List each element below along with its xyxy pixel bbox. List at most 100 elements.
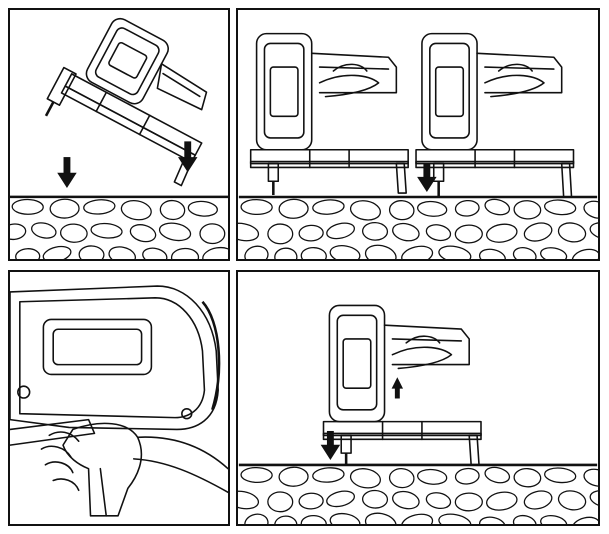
cobblestone: [158, 222, 192, 242]
cobblestone: [15, 248, 41, 259]
cobblestone: [329, 512, 361, 524]
cobblestone: [361, 489, 389, 509]
cobblestone: [349, 200, 382, 221]
cobblestone: [571, 516, 598, 524]
cobblestone: [78, 245, 105, 259]
cobblestone: [540, 247, 568, 259]
cobblestone: [326, 222, 356, 240]
cobblestone: [454, 492, 483, 512]
cobblestone: [244, 513, 269, 524]
cobblestone: [513, 200, 542, 220]
cobblestone: [159, 199, 186, 221]
cobblestone: [557, 490, 587, 511]
down-arrow-icon: [320, 430, 341, 460]
stone-surface-icon: [10, 195, 228, 259]
cobblestone: [583, 468, 598, 487]
cobblestone: [238, 222, 260, 242]
cobblestone: [401, 513, 434, 524]
cobblestone: [454, 199, 480, 217]
cobblestone: [512, 246, 537, 259]
cobblestone: [388, 200, 415, 221]
cobblestone: [478, 516, 506, 524]
cobblestone: [300, 514, 327, 524]
panel-grip-closeup: [8, 270, 230, 526]
cobblestone: [240, 199, 273, 216]
panel-1-drawing: [10, 17, 228, 259]
cobblestone: [199, 223, 226, 245]
cobblestone: [589, 222, 598, 241]
cobblestone: [484, 466, 511, 484]
cobblestone: [425, 492, 452, 510]
cobblestone: [486, 223, 518, 243]
cobblestone: [364, 512, 397, 524]
cobblestone: [244, 245, 269, 259]
cobblestone: [312, 199, 345, 215]
down-arrow-icon: [417, 163, 437, 193]
cobblestone: [267, 491, 294, 513]
cobblestone: [425, 224, 452, 242]
cobblestone: [240, 466, 273, 484]
cobblestone: [129, 224, 157, 243]
cobblestone: [544, 467, 577, 484]
cobblestone: [326, 490, 356, 508]
cobblestone: [523, 222, 553, 242]
cobblestone: [298, 224, 324, 242]
cobblestone: [298, 492, 324, 510]
cobblestone: [438, 245, 472, 259]
cobblestone: [571, 248, 598, 259]
cobblestone: [349, 468, 382, 489]
cobblestone: [417, 468, 448, 485]
cobblestone: [42, 245, 72, 259]
panel-4-drawing: [238, 304, 598, 524]
cobblestone: [401, 245, 434, 259]
cobblestone: [583, 200, 598, 219]
nailer-tilted-icon: [44, 17, 208, 187]
cobblestone: [274, 247, 298, 259]
nailer-hand-icon: [322, 304, 482, 466]
cobblestone: [544, 199, 577, 216]
cobblestone: [49, 198, 80, 219]
cobblestone: [202, 246, 228, 259]
panel-2-drawing: [238, 32, 598, 259]
up-arrow-icon: [391, 377, 404, 399]
cobblestone: [478, 248, 506, 259]
panel-3-drawing: [10, 285, 228, 517]
cobblestone: [392, 490, 420, 510]
cobblestone: [438, 513, 472, 524]
cobblestone: [388, 468, 415, 489]
cobblestone: [329, 245, 361, 259]
down-arrow-icon: [178, 141, 198, 173]
panel-tilted-placement: [8, 8, 230, 261]
cobblestone: [523, 490, 553, 510]
cobblestone: [108, 246, 136, 259]
cobblestone: [364, 244, 397, 259]
cobblestone: [300, 247, 327, 259]
cobblestone: [11, 198, 44, 215]
panel-press-down: [236, 8, 600, 261]
nailer-closeup-icon: [10, 285, 221, 446]
cobblestone: [90, 222, 123, 239]
stone-surface-icon: [238, 195, 598, 259]
cobblestone: [361, 221, 389, 241]
cobblestone: [557, 222, 587, 243]
cobblestone: [267, 223, 294, 245]
cobblestone: [10, 223, 27, 241]
cobblestone: [238, 490, 260, 510]
cobblestone: [540, 515, 568, 524]
cobblestone: [120, 199, 152, 221]
cobblestone: [170, 247, 200, 259]
cobblestone: [59, 223, 88, 243]
nailer-hand-icon: [249, 32, 409, 196]
panel-trigger-fire: [236, 270, 600, 526]
cobblestone: [513, 468, 542, 488]
cobblestone: [31, 222, 57, 239]
cobblestone: [142, 247, 168, 259]
cobblestone: [484, 198, 511, 216]
cobblestone: [278, 466, 309, 487]
cobblestone: [454, 467, 480, 485]
cobblestone: [417, 200, 448, 217]
cobblestone: [312, 467, 345, 483]
cobblestone: [83, 199, 116, 215]
cobblestone: [512, 514, 537, 524]
cobblestone: [486, 491, 518, 511]
